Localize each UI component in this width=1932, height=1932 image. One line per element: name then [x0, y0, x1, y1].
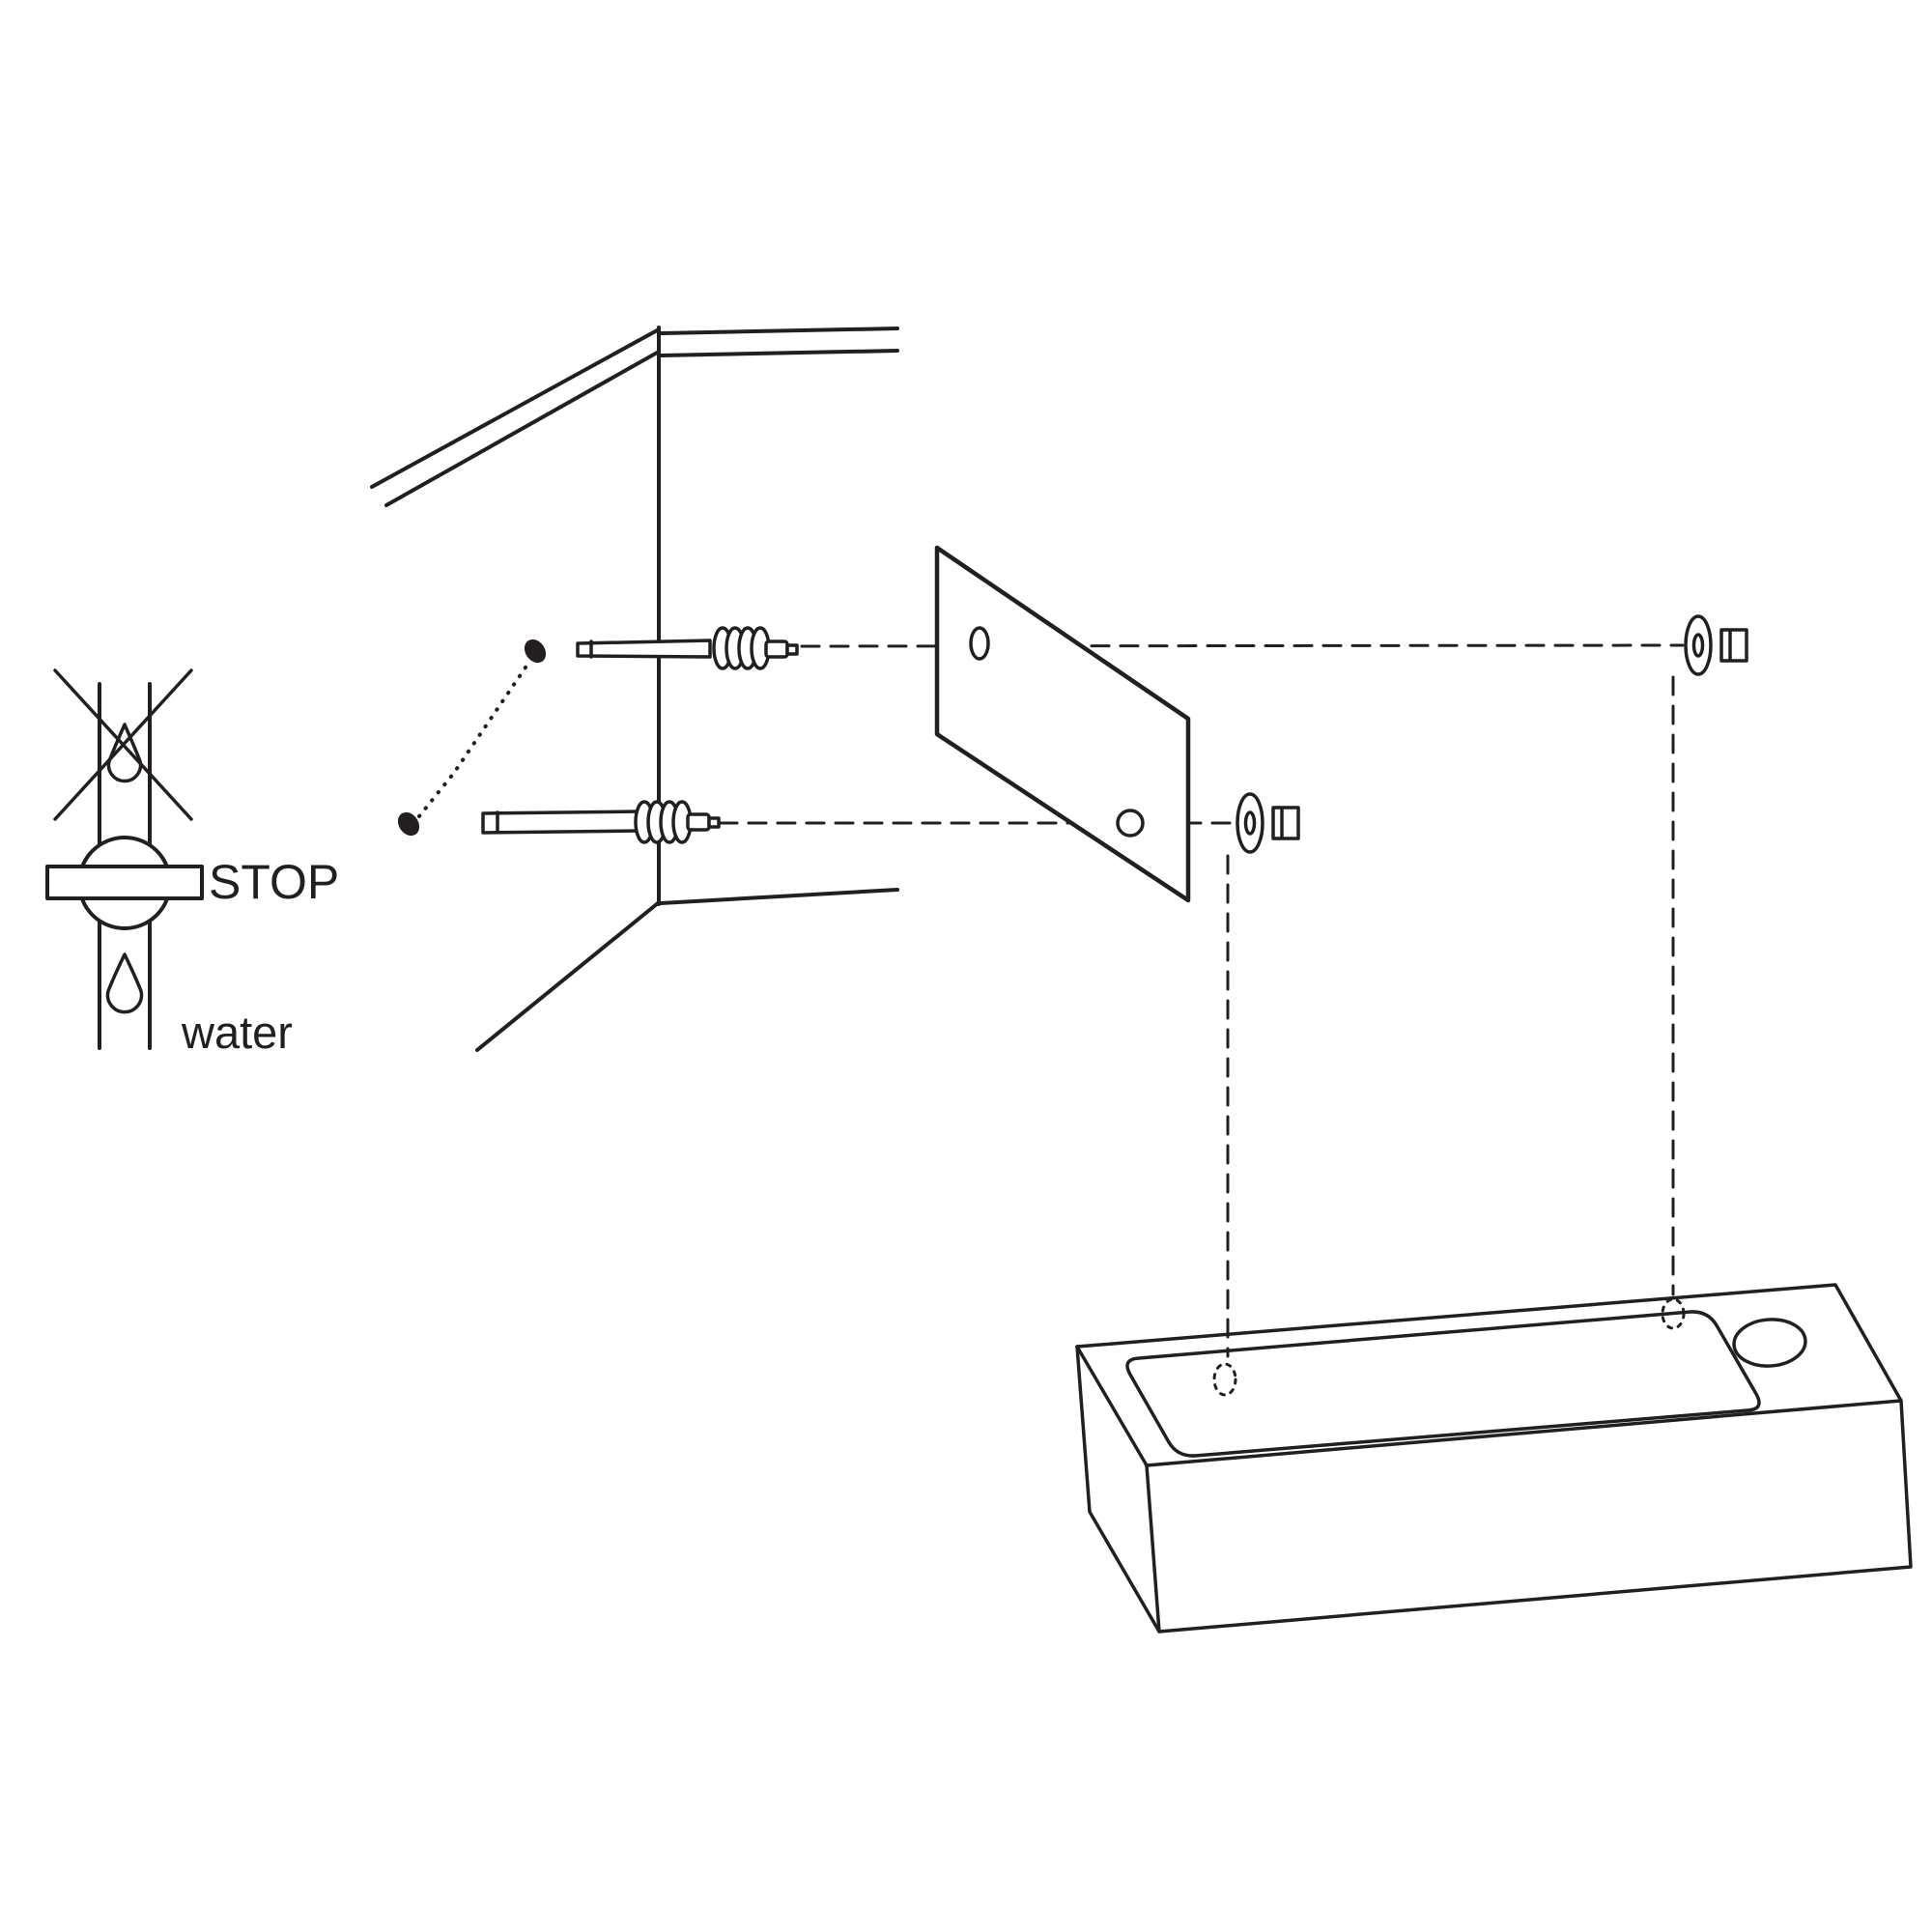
water-stop-symbol: STOP water — [45, 668, 339, 1058]
drill-hole-dot-icon — [397, 811, 420, 837]
washer-nut-right — [1684, 614, 1748, 676]
screw-tip-nub — [785, 643, 799, 656]
alignment-dashed-line-icon — [800, 643, 1685, 648]
wall-plug-screw-icon — [576, 626, 799, 670]
basin-icon — [1075, 1283, 1913, 1634]
mounting-plate-icon — [934, 545, 1191, 903]
plug-shaft — [481, 810, 641, 835]
plate-hole-bottom — [1116, 809, 1145, 838]
wall-plug-screw-icon — [481, 800, 721, 844]
mount-hole-icon — [1212, 1362, 1237, 1397]
nut-icon — [1719, 628, 1748, 663]
drill-holes-connector-dotted-line — [417, 663, 529, 818]
mounting-plate-body — [934, 545, 1191, 903]
wall-top-right-inner — [659, 349, 899, 357]
plug-shaft — [576, 639, 712, 659]
basin-outline — [1075, 1283, 1913, 1634]
water-drop-icon — [105, 952, 144, 1014]
no-water-cross-icon — [53, 668, 193, 821]
basin-recess — [1125, 1310, 1761, 1458]
drill-hole-markers — [397, 639, 547, 837]
screw-tip — [764, 639, 789, 659]
nut-icon — [1271, 806, 1300, 840]
basin-edge — [1075, 1345, 1149, 1467]
stop-valve-handle — [45, 865, 204, 900]
water-drop-icon — [106, 723, 143, 783]
wall-top-left-outer — [370, 327, 661, 489]
wall-bottom-right — [659, 888, 899, 905]
screw-tip-nub — [707, 816, 721, 829]
washer-hole — [1691, 633, 1705, 658]
wall-top-right-outer — [659, 327, 899, 335]
mount-hole-icon — [1661, 1297, 1686, 1330]
stop-label: STOP — [209, 855, 339, 909]
basin-edge — [1145, 1463, 1161, 1634]
water-label: water — [181, 1007, 293, 1058]
wall-top-left-inner — [384, 350, 661, 507]
washer-hole — [1243, 810, 1257, 836]
washer-nut-middle — [1236, 792, 1300, 854]
plate-hole-top — [969, 626, 990, 661]
basin-edge — [1145, 1399, 1903, 1467]
wall-corner-icon — [370, 326, 899, 1052]
screw-tip — [686, 812, 711, 832]
wall-bottom-left — [475, 901, 660, 1052]
tap-hole-icon — [1732, 1318, 1807, 1368]
drill-hole-dot-icon — [524, 639, 547, 664]
